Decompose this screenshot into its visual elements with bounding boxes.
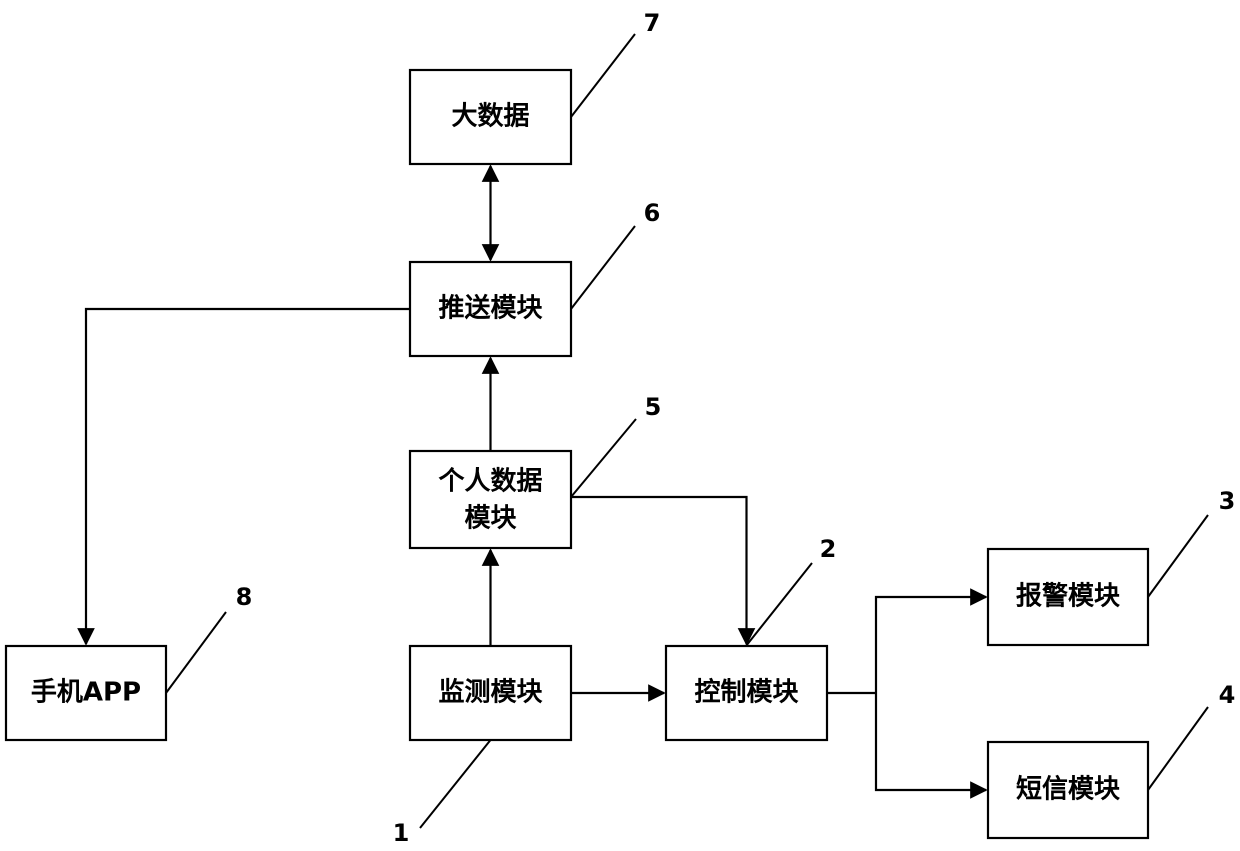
sms-module-label: 短信模块 bbox=[1016, 775, 1120, 805]
ref-leader-4 bbox=[1148, 707, 1208, 790]
ref-leader-1 bbox=[420, 740, 491, 828]
personal-data-module-label-line2: 模块 bbox=[464, 504, 516, 534]
ref-leader-7 bbox=[571, 34, 635, 117]
alarm-module-block: 报警模块 bbox=[988, 549, 1148, 645]
ref-number-2: 2 bbox=[820, 535, 837, 563]
ref-leader-6 bbox=[571, 226, 635, 309]
push-module-label: 推送模块 bbox=[438, 294, 542, 324]
control-to-sms-arrow bbox=[876, 693, 986, 790]
phone-app-label: 手机APP bbox=[31, 678, 141, 708]
ref-leader-3 bbox=[1148, 515, 1208, 597]
ref-number-1: 1 bbox=[393, 819, 410, 847]
control-module-label: 控制模块 bbox=[694, 678, 798, 708]
ref-leader-8 bbox=[166, 612, 226, 693]
monitor-module-label: 监测模块 bbox=[438, 678, 542, 708]
personal-data-module-label-line1: 个人数据 bbox=[438, 467, 542, 497]
monitor-module-block: 监测模块 bbox=[410, 646, 571, 740]
ref-leader-2 bbox=[746, 563, 812, 646]
ref-number-3: 3 bbox=[1219, 487, 1236, 515]
personal-data-to-control-arrow bbox=[571, 497, 747, 644]
ref-leader-5 bbox=[571, 419, 636, 497]
push-module-block: 推送模块 bbox=[410, 262, 571, 356]
personal-data-module-block: 个人数据 模块 bbox=[410, 451, 571, 548]
ref-number-4: 4 bbox=[1219, 681, 1236, 709]
big-data-label: 大数据 bbox=[451, 102, 529, 132]
control-module-block: 控制模块 bbox=[666, 646, 827, 740]
big-data-block: 大数据 bbox=[410, 70, 571, 164]
sms-module-block: 短信模块 bbox=[988, 742, 1148, 838]
ref-number-7: 7 bbox=[644, 9, 661, 37]
ref-number-6: 6 bbox=[644, 199, 661, 227]
alarm-module-label: 报警模块 bbox=[1016, 581, 1120, 612]
phone-app-block: 手机APP bbox=[6, 646, 166, 740]
control-to-alarm-arrow bbox=[876, 597, 986, 693]
ref-number-5: 5 bbox=[645, 393, 662, 421]
ref-number-8: 8 bbox=[236, 583, 253, 611]
